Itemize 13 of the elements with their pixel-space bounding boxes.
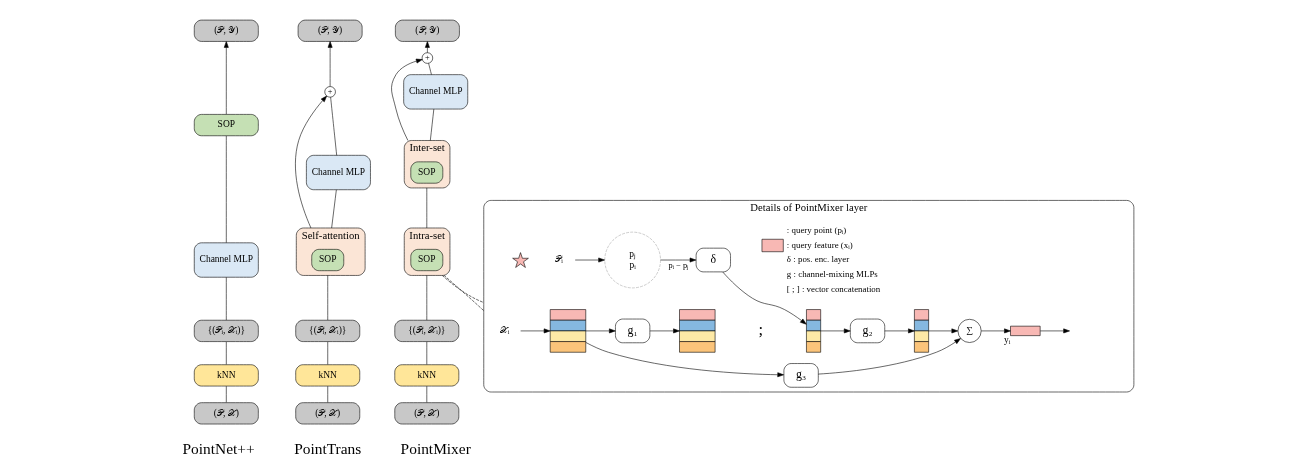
node-label: yᵢ: [1004, 335, 1011, 346]
legend-label: : query point (pᵢ): [786, 224, 847, 235]
legend-label: δ : pos. enc. layer: [786, 254, 850, 265]
legend-label: [ ; ] : vector concatenation: [786, 284, 881, 295]
label: PointMixer: [400, 440, 471, 458]
legend-label: g : channel-mixing MLPs: [786, 269, 878, 280]
edge-label: pᵢ − pⱼ: [668, 261, 689, 271]
legend-label: : query feature (xᵢ): [786, 239, 853, 250]
node-text: 𝒳ᵢ: [499, 325, 510, 336]
label: PointTrans: [294, 440, 362, 458]
node-text: 𝒫ᵢ: [555, 254, 563, 265]
label: ;: [758, 320, 764, 339]
label: PointNet++: [182, 440, 255, 458]
